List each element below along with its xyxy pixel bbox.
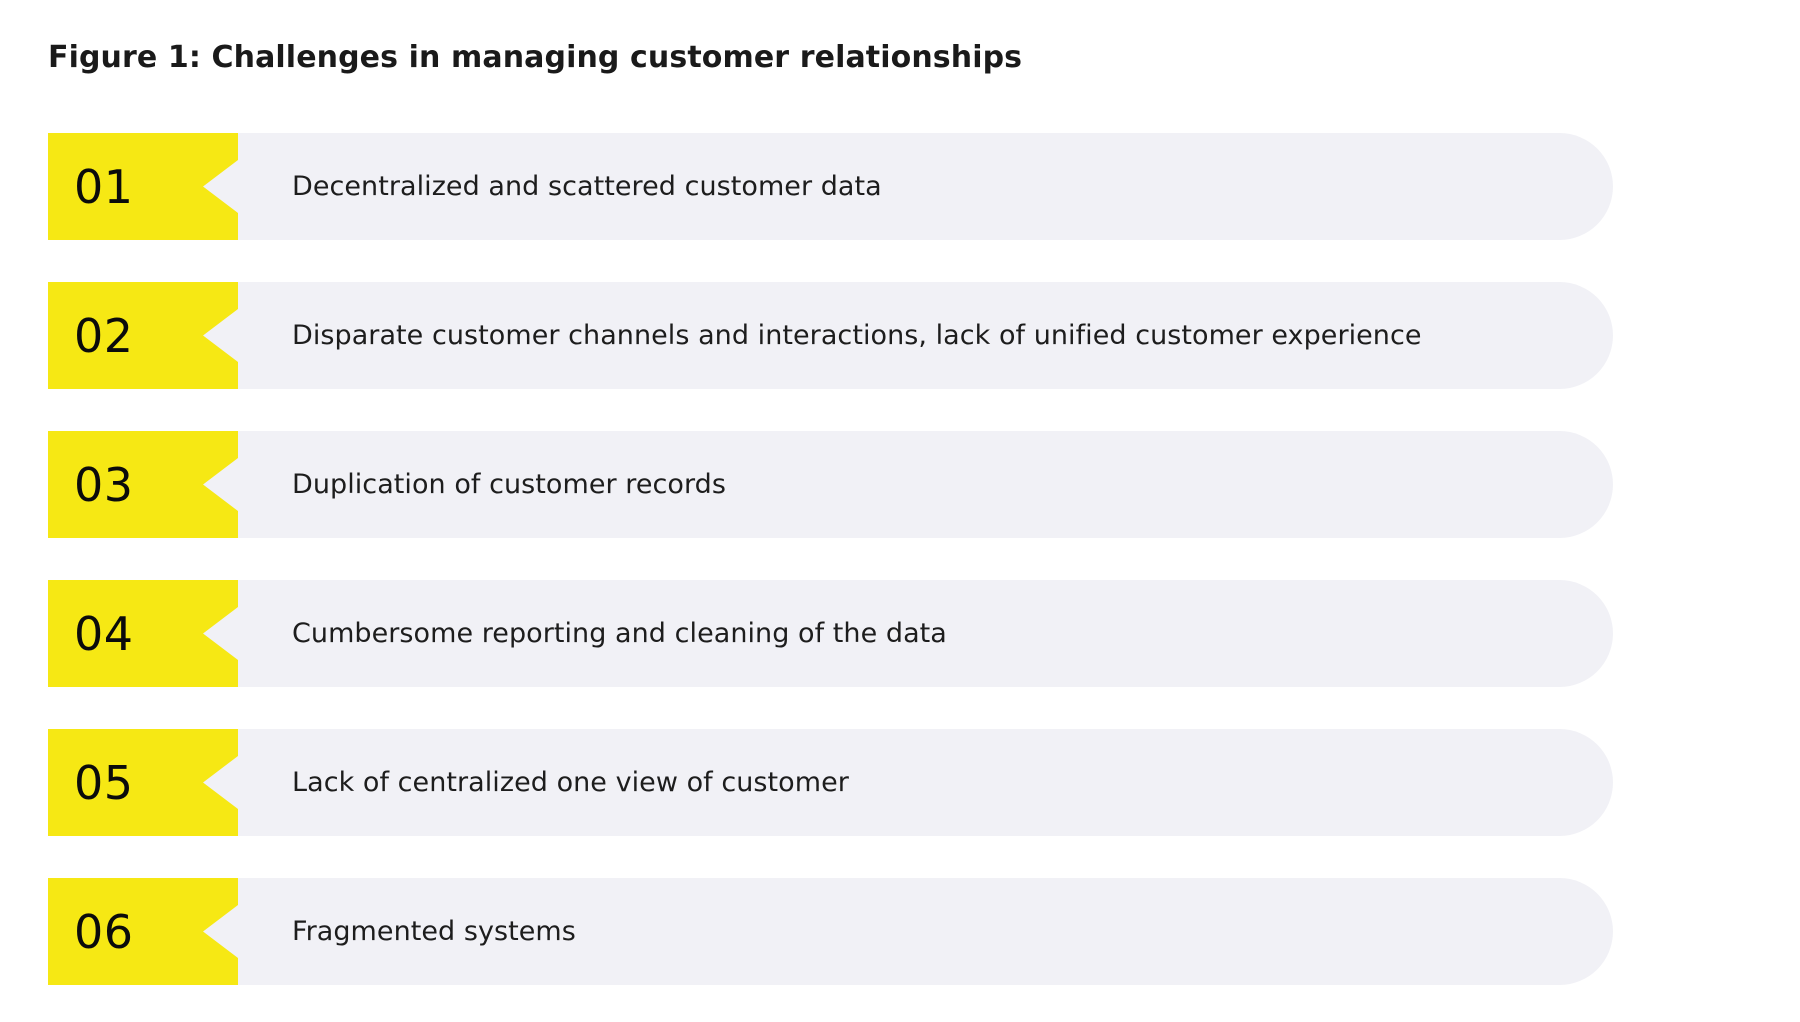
- row-number-label: 04: [74, 606, 134, 661]
- challenge-list: 01 Decentralized and scattered customer …: [0, 133, 1800, 985]
- row-text-label: Cumbersome reporting and cleaning of the…: [292, 618, 947, 649]
- row-background-bar: [48, 133, 1613, 240]
- list-item: 02 Disparate customer channels and inter…: [0, 282, 1800, 389]
- row-background-bar: [48, 580, 1613, 687]
- row-text-label: Fragmented systems: [292, 916, 576, 947]
- row-background-bar: [48, 729, 1613, 836]
- row-text-label: Decentralized and scattered customer dat…: [292, 171, 882, 202]
- row-number-label: 06: [74, 904, 134, 959]
- list-item: 04 Cumbersome reporting and cleaning of …: [0, 580, 1800, 687]
- row-text-label: Lack of centralized one view of customer: [292, 767, 849, 798]
- row-text-label: Disparate customer channels and interact…: [292, 320, 1422, 351]
- row-number-label: 03: [74, 457, 134, 512]
- list-item: 05 Lack of centralized one view of custo…: [0, 729, 1800, 836]
- list-item: 01 Decentralized and scattered customer …: [0, 133, 1800, 240]
- row-background-bar: [48, 878, 1613, 985]
- row-background-bar: [48, 431, 1613, 538]
- figure-title: Figure 1: Challenges in managing custome…: [48, 40, 1023, 75]
- list-item: 03 Duplication of customer records: [0, 431, 1800, 538]
- row-number-label: 05: [74, 755, 134, 810]
- row-background-bar: [48, 282, 1613, 389]
- row-number-label: 02: [74, 308, 134, 363]
- row-number-label: 01: [74, 159, 134, 214]
- list-item: 06 Fragmented systems: [0, 878, 1800, 985]
- row-text-label: Duplication of customer records: [292, 469, 726, 500]
